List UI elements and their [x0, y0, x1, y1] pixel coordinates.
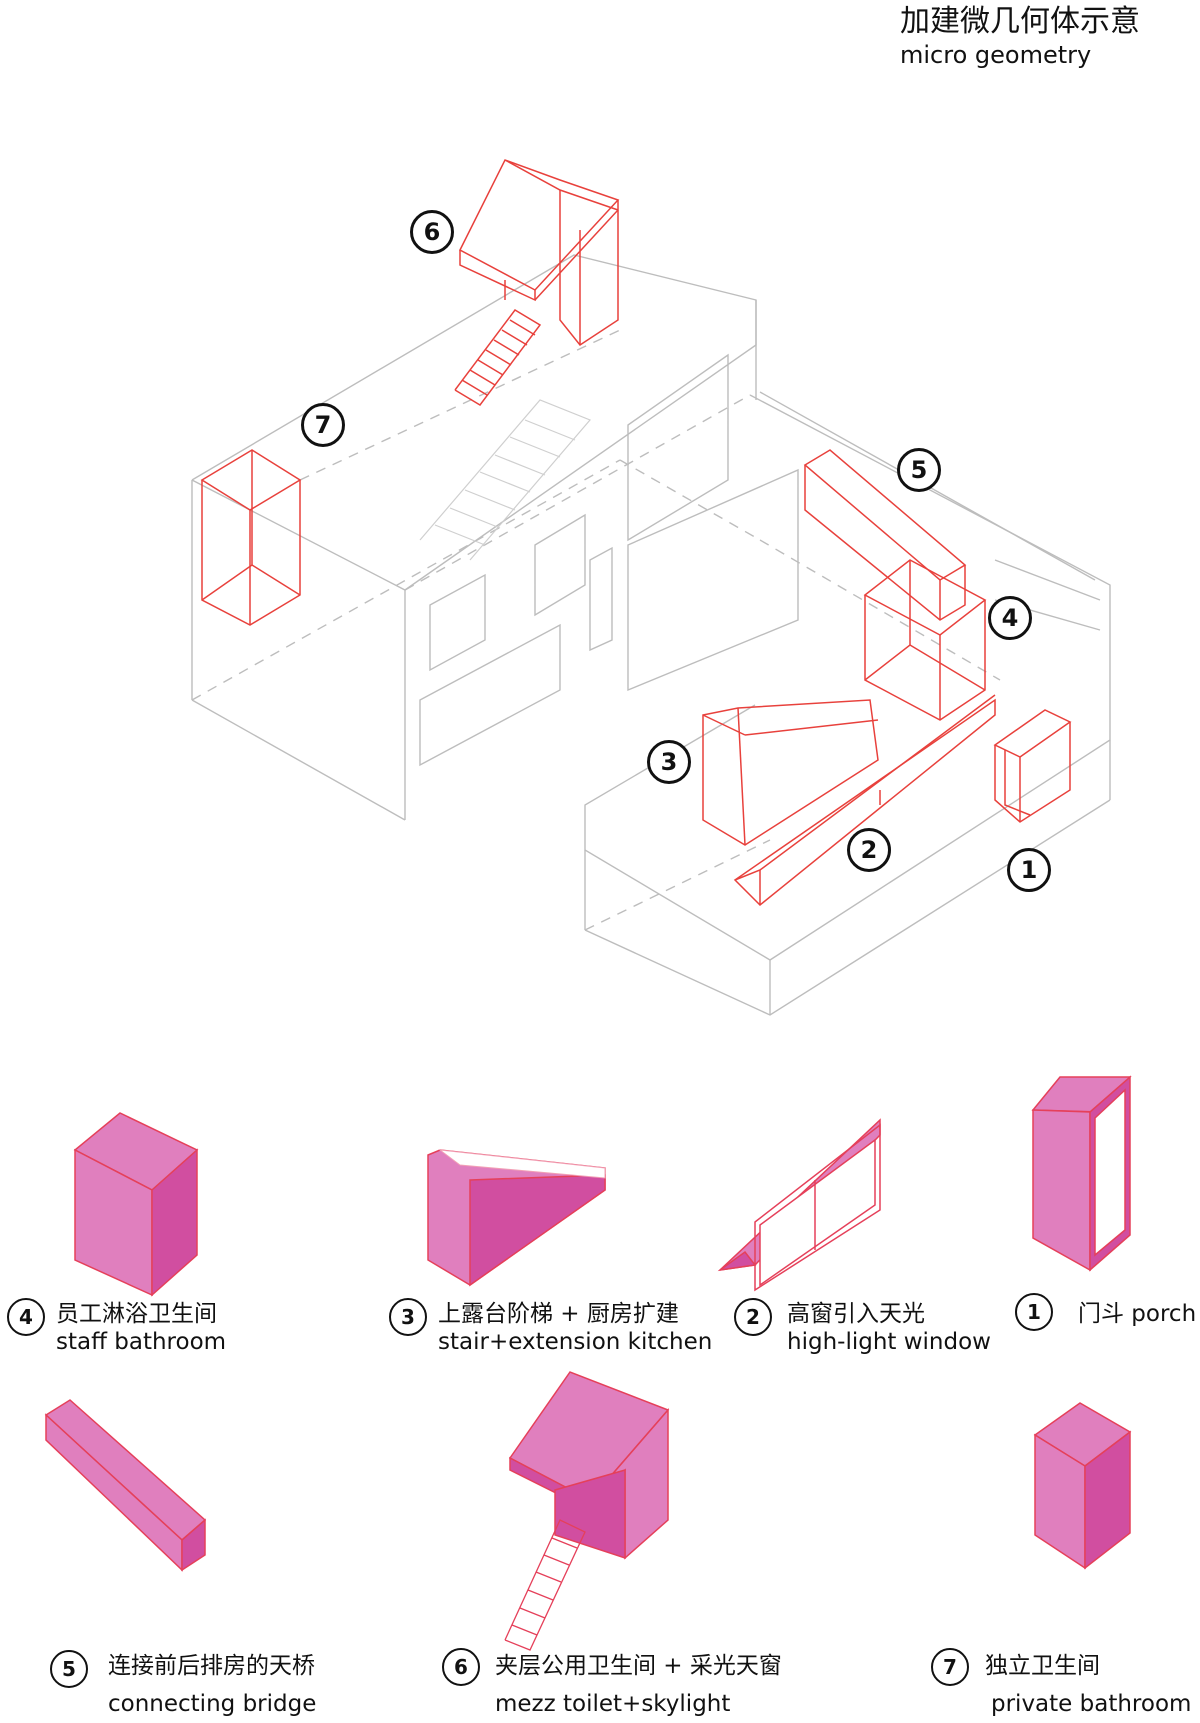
- legend-en: high-light window: [787, 1329, 991, 1355]
- legend-zh: 夹层公用卫生间 + 采光天窗: [495, 1653, 782, 1679]
- callout-1: 1: [1007, 848, 1051, 892]
- grey-stair: [419, 399, 592, 561]
- legend-callout-1: 1: [1015, 1293, 1053, 1331]
- thumb-stair-kitchen: [427, 1149, 606, 1287]
- legend-caption-connecting-bridge: 连接前后排房的天桥 connecting bridge: [108, 1652, 316, 1718]
- thumb-mezz-toilet: [508, 1371, 670, 1560]
- legend-caption-staff-bathroom: 员工淋浴卫生间 staff bathroom: [56, 1300, 226, 1356]
- legend-zh: 连接前后排房的天桥: [108, 1653, 315, 1679]
- legend-en: connecting bridge: [108, 1691, 317, 1717]
- callout-3: 3: [647, 740, 691, 784]
- legend-en: private bathroom: [991, 1691, 1192, 1717]
- red-additions: [200, 159, 1072, 907]
- callout-2: 2: [847, 828, 891, 872]
- legend-caption-stair-kitchen: 上露台阶梯 + 厨房扩建 stair+extension kitchen: [438, 1300, 712, 1356]
- legend-zh: 员工淋浴卫生间: [56, 1301, 217, 1327]
- legend-caption-mezz-toilet: 夹层公用卫生间 + 采光天窗 mezz toilet+skylight: [495, 1652, 782, 1718]
- legend-caption-high-light-window: 高窗引入天光 high-light window: [787, 1300, 991, 1356]
- legend-zh: 独立卫生间: [985, 1653, 1100, 1679]
- thumb-staff-bathroom: [73, 1112, 199, 1297]
- title-zh: 加建微几何体示意: [900, 4, 1140, 39]
- callout-6: 6: [410, 210, 454, 254]
- legend-callout-7: 7: [931, 1648, 969, 1686]
- legend-callout-4: 4: [7, 1298, 45, 1336]
- title-block: 加建微几何体示意 micro geometry: [900, 4, 1140, 70]
- legend-zh: 上露台阶梯 + 厨房扩建: [438, 1301, 679, 1327]
- legend-callout-2: 2: [734, 1298, 772, 1336]
- legend-zh: 门斗 porch: [1078, 1301, 1197, 1327]
- legend-callout-6: 6: [442, 1648, 480, 1686]
- legend-en: stair+extension kitchen: [438, 1329, 713, 1355]
- thumb-private-bathroom: [1033, 1402, 1132, 1570]
- legend-en: mezz toilet+skylight: [495, 1691, 731, 1717]
- thumb-high-light-window: [717, 1118, 881, 1292]
- callout-7: 7: [301, 403, 345, 447]
- legend-callout-3: 3: [389, 1298, 427, 1336]
- legend-caption-private-bathroom: 独立卫生间 private bathroom: [985, 1652, 1191, 1718]
- callout-5: 5: [897, 448, 941, 492]
- legend-zh: 高窗引入天光: [787, 1301, 925, 1327]
- title-en: micro geometry: [900, 41, 1092, 69]
- thumb-mezz-stair: [504, 1519, 586, 1651]
- thumb-connecting-bridge: [44, 1399, 207, 1572]
- legend-en: staff bathroom: [56, 1329, 227, 1355]
- legend-caption-porch: 门斗 porch: [1078, 1300, 1196, 1328]
- callout-4: 4: [988, 596, 1032, 640]
- legend-callout-5: 5: [50, 1650, 88, 1688]
- thumb-porch: [1031, 1075, 1132, 1272]
- building-outline: [191, 254, 1111, 1016]
